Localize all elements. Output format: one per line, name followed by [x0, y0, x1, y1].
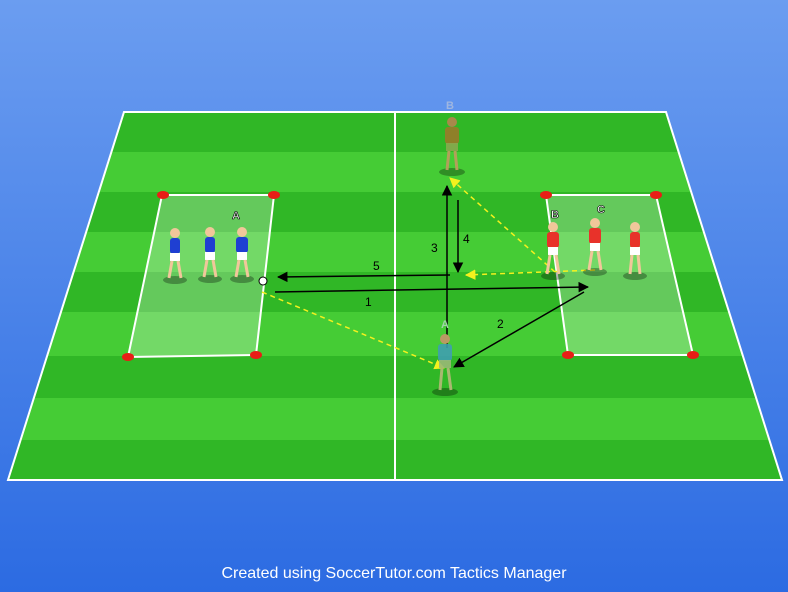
cone [157, 191, 169, 199]
pass-label-2: 2 [497, 317, 504, 331]
label-center-a: A [441, 319, 449, 331]
cone [250, 351, 262, 359]
dribble-line [449, 177, 556, 273]
neutral-player-top [439, 117, 465, 176]
red-player [583, 218, 607, 276]
cone [540, 191, 552, 199]
pass-arrow-1 [274, 281, 590, 293]
label-blue-a: A [232, 210, 240, 222]
neutral-player-center [432, 334, 458, 396]
red-player [623, 222, 647, 280]
dribble-line [261, 291, 445, 370]
red-player [541, 222, 565, 280]
blue-player [163, 228, 187, 284]
pass-label-4: 4 [463, 232, 470, 246]
pass-label-5: 5 [373, 259, 380, 273]
pass-arrows [274, 184, 590, 368]
red-team [541, 218, 647, 280]
pass-labels: 1 2 3 4 5 [365, 232, 504, 331]
cone [268, 191, 280, 199]
label-red-c: C [597, 204, 605, 216]
pass-label-1: 1 [365, 295, 372, 309]
cone [650, 191, 662, 199]
yellow-dribble-lines [261, 177, 596, 370]
blue-team [163, 227, 268, 286]
pass-arrow-5 [276, 271, 451, 283]
pass-label-3: 3 [431, 241, 438, 255]
cone [122, 353, 134, 361]
cone [687, 351, 699, 359]
cones [122, 191, 699, 361]
label-top-b: B [446, 100, 454, 112]
player-labels: A B C B A [232, 100, 606, 331]
blue-player [198, 227, 222, 283]
blue-player [230, 227, 254, 283]
label-red-b: B [551, 209, 559, 221]
pass-arrow-2 [453, 291, 585, 368]
dribble-line [464, 269, 596, 280]
pitch-boundary [6, 111, 784, 481]
cone [562, 351, 574, 359]
ball-icon [258, 276, 268, 286]
credit-footer: Created using SoccerTutor.com Tactics Ma… [221, 565, 567, 582]
